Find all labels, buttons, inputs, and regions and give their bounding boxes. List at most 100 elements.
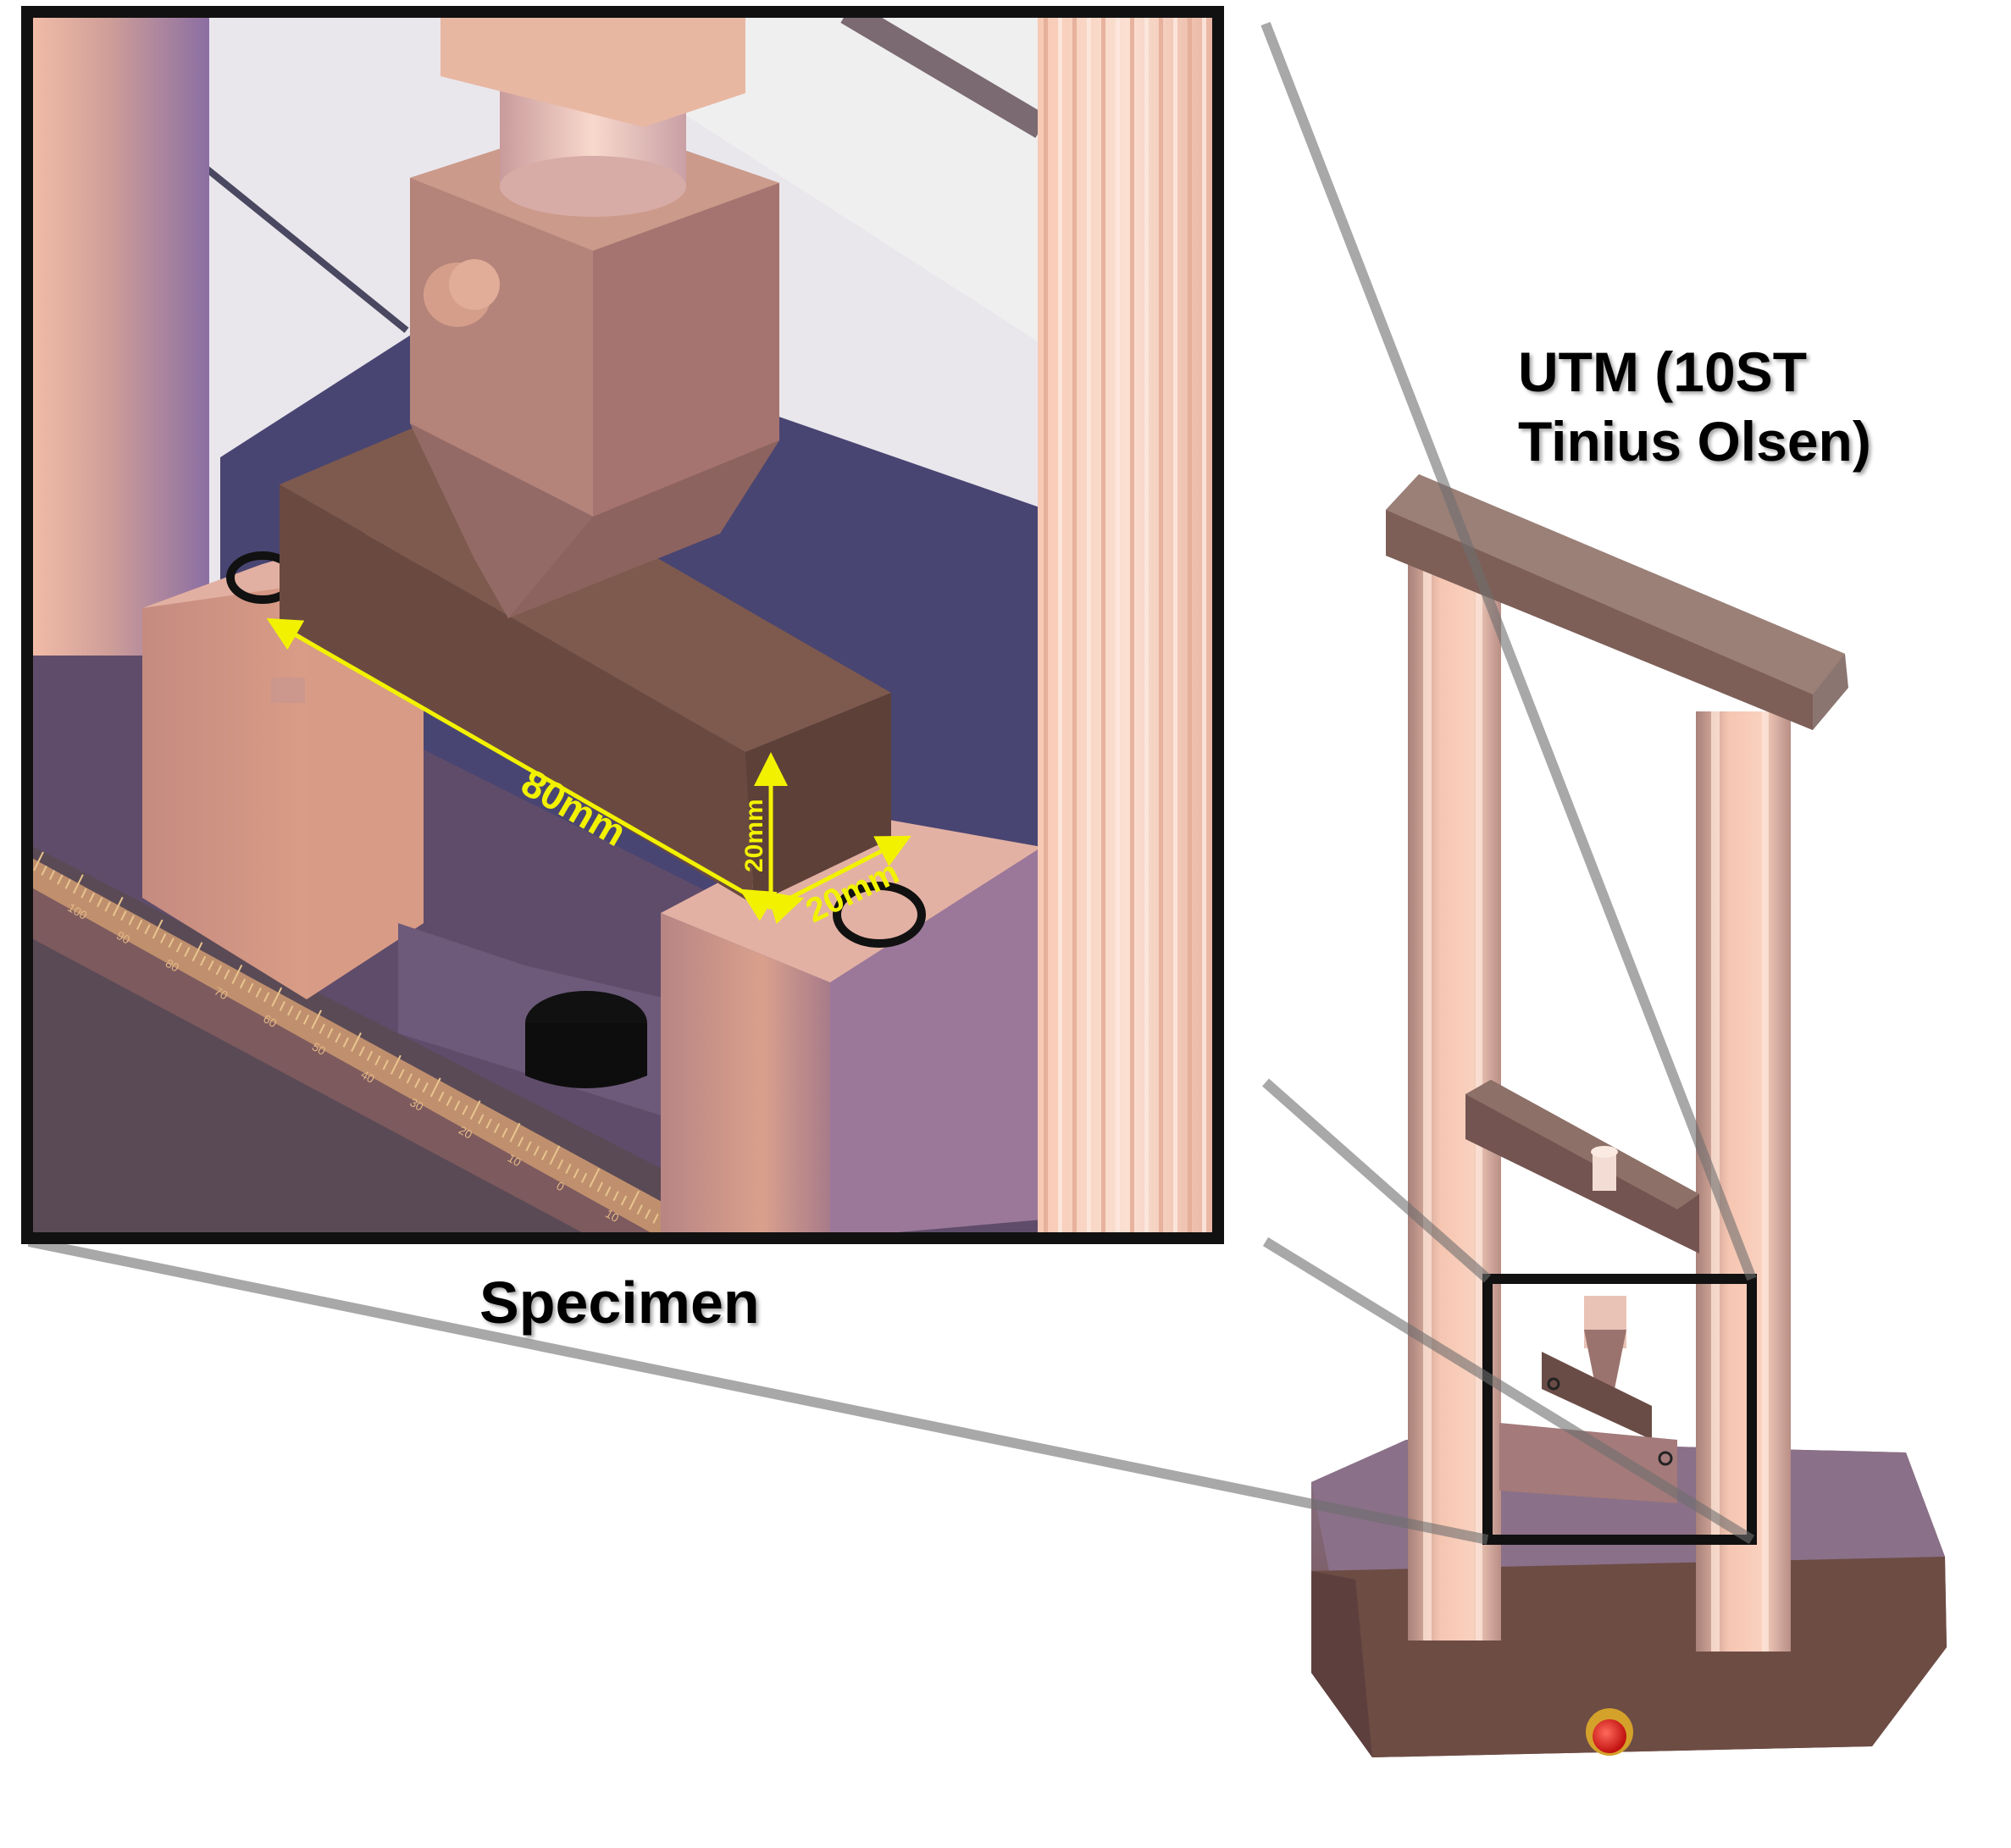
ruler-tick [302,1015,310,1025]
ruler-tick [652,1213,659,1224]
ruler-tick [224,969,230,980]
ruler-tick [366,1050,374,1061]
ruler-tick [374,1055,381,1065]
dimension-annotations [266,618,911,924]
ruler-tick [358,1046,365,1057]
ruler-tick [175,942,183,953]
ruler-tick [88,892,96,903]
ruler-tick [41,865,47,876]
ruler-tick [620,1195,628,1206]
ruler-tick [549,1145,561,1165]
ruler-tick [80,888,87,899]
column-rib [1101,12,1105,1238]
ruler-tick [295,1010,302,1021]
ruler-tick [596,1181,604,1192]
ruler-tick [612,1191,619,1202]
ruler-tick [191,942,203,962]
ruler-tick-label: 90 [114,928,133,947]
ruler-tick [565,1164,572,1175]
column-rib [1188,12,1192,1238]
ruler-tick [64,878,71,889]
ruler-tick [509,1122,521,1143]
ruler-tick [438,1091,445,1102]
machine-label: UTM (10ST Tinius Olsen) [1518,337,1871,476]
ruler-tick [160,932,167,943]
machine-moving-crosshead [1465,1080,1699,1253]
ruler-tick [414,1077,421,1088]
ruler-tick [589,1168,601,1188]
column-rib [1202,12,1206,1238]
inset-left-column [27,12,209,656]
ruler-tick [390,1054,402,1075]
ruler-tick [199,955,207,966]
column-rib [1072,12,1077,1238]
machine-top-crosshead [1386,474,1848,730]
machine-fixture [1499,1296,1677,1503]
ruler-tick [533,1145,540,1156]
ruler-tick [33,851,44,871]
ruler-tick [168,938,175,949]
center-socket [398,923,669,1118]
ruler-tick [152,919,163,939]
ruler-tick [351,1032,362,1052]
ruler-tick [453,1100,461,1111]
dimension-height-label: 20mm [740,799,768,872]
ruler-tick-label: 20 [457,1123,475,1142]
ruler-tick [144,924,151,935]
ruler-tick [215,965,223,976]
column-rib [1058,12,1062,1238]
ruler-tick [136,919,143,930]
ruler-tick [72,874,84,894]
ruler-tick [319,1023,325,1034]
inset-right-column [1038,12,1218,1238]
utm-machine [1311,474,1947,1757]
ruler-tick-label: 40 [359,1067,378,1086]
ruler-tick [573,1168,579,1179]
ruler-tick [406,1073,413,1084]
column-rib [1159,12,1163,1238]
ruler-tick-label: 10 [506,1151,524,1170]
ruler-tick [557,1159,564,1170]
ruler-tick [382,1060,389,1071]
column-rib [1116,12,1120,1238]
machine-label-line2: Tinius Olsen) [1518,410,1871,473]
zoom-inset-frame [21,6,1224,1244]
ruler-tick [255,988,262,998]
holder-ring-right [833,882,926,948]
ruler-tick [112,896,124,916]
ruler-tick [57,874,64,885]
ruler-tick [429,1077,441,1098]
ruler-tick-label: 10 [603,1206,622,1225]
specimen-beam [280,423,891,905]
ruler-tick [208,960,214,971]
ruler-tick [398,1069,405,1079]
ruler-tick [580,1172,588,1183]
ruler-tick [120,910,127,921]
column-rib [1044,12,1048,1238]
ruler-tick [501,1127,508,1138]
ruler-tick [97,897,103,908]
load-cell [440,12,745,217]
ruler-tick [279,1001,286,1011]
ruler-tick [263,992,270,1003]
ruler-tick [517,1137,524,1148]
ruler-tick [462,1104,468,1115]
ruler-tick-label: 70 [212,984,230,1003]
ruler-tick [104,901,111,912]
ruler-tick [247,982,254,993]
column-rib [1144,12,1149,1238]
ruler-tick [231,964,243,984]
ruler-tick [128,915,135,926]
ruler-tick [335,1032,341,1043]
ruler-tick [629,1190,640,1210]
ruler-tick-label: 60 [261,1012,280,1031]
ruler-tick [446,1096,452,1106]
ruler-tick-label: 30 [407,1095,426,1114]
ruler-tick [239,978,247,989]
ruler-tick [422,1082,429,1093]
ruler-tick [326,1028,334,1038]
